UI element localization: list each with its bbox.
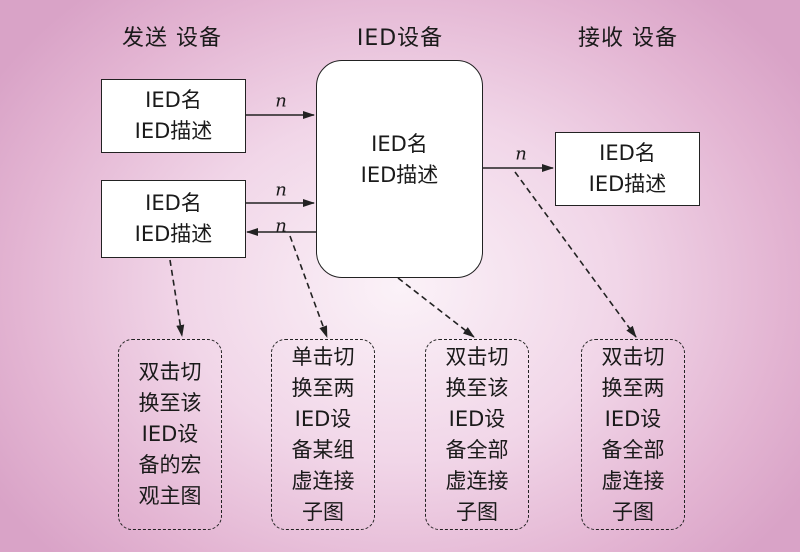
note-line: 观主图 bbox=[138, 484, 202, 508]
sender-ied-box-2: IED名 IED描述 bbox=[101, 180, 246, 258]
ied-name-label: IED名 bbox=[371, 132, 428, 156]
note-line: 双击切 bbox=[601, 344, 665, 369]
note-line: 备全部 bbox=[601, 437, 665, 462]
note-line: 备全部 bbox=[445, 437, 509, 462]
ied-description-label: IED描述 bbox=[134, 222, 213, 246]
ied-description-label: IED描述 bbox=[360, 163, 439, 187]
note-line: 双击切 bbox=[138, 360, 202, 384]
note-line: 备某组 bbox=[291, 437, 355, 462]
note-line: 子图 bbox=[456, 499, 498, 524]
note-pair-all-links-view: 双击切 换至两 IED设 备全部 虚连接 子图 bbox=[581, 339, 685, 530]
dashed-arrow-ied-to-note3 bbox=[397, 277, 475, 338]
arrow-label-n: n bbox=[275, 215, 287, 237]
ied-name-label: IED名 bbox=[599, 141, 656, 165]
note-all-links-view: 双击切 换至该 IED设 备全部 虚连接 子图 bbox=[425, 339, 529, 530]
note-line: 子图 bbox=[302, 499, 344, 524]
header-receiver: 接收 设备 bbox=[578, 26, 678, 51]
note-link-group-view: 单击切 换至两 IED设 备某组 虚连接 子图 bbox=[271, 339, 375, 530]
dashed-arrow-link-to-note2 bbox=[289, 235, 328, 338]
note-line: IED设 bbox=[294, 406, 352, 431]
note-line: 虚连接 bbox=[291, 468, 355, 493]
ied-name-label: IED名 bbox=[145, 88, 202, 112]
note-line: 虚连接 bbox=[601, 468, 665, 493]
note-line: IED设 bbox=[141, 422, 199, 446]
dashed-arrow-link-to-note4 bbox=[514, 171, 637, 338]
ied-device-box: IED名 IED描述 bbox=[316, 60, 483, 278]
header-sender: 发送 设备 bbox=[122, 26, 222, 51]
note-line: 换至两 bbox=[601, 375, 665, 400]
ied-name-label: IED名 bbox=[145, 191, 202, 215]
note-line: 单击切 bbox=[291, 344, 355, 369]
arrow-label-n: n bbox=[515, 143, 527, 165]
note-line: 备的宏 bbox=[138, 453, 202, 477]
note-line: 双击切 bbox=[445, 344, 509, 369]
arrow-label-n: n bbox=[275, 179, 287, 201]
receiver-ied-box: IED名 IED描述 bbox=[555, 132, 700, 206]
arrow-label-n: n bbox=[275, 90, 287, 112]
note-line: 子图 bbox=[612, 499, 654, 524]
note-line: IED设 bbox=[448, 406, 506, 431]
dashed-arrow-sender2-to-note1 bbox=[169, 259, 185, 337]
ied-description-label: IED描述 bbox=[134, 119, 213, 143]
note-macro-view: 双击切 换至该 IED设 备的宏 观主图 bbox=[118, 339, 222, 530]
note-line: 换至该 bbox=[445, 375, 509, 400]
sender-ied-box-1: IED名 IED描述 bbox=[101, 79, 246, 153]
note-line: 换至两 bbox=[291, 375, 355, 400]
note-line: 换至该 bbox=[138, 391, 202, 415]
note-line: IED设 bbox=[604, 406, 662, 431]
header-ied: IED设备 bbox=[356, 26, 444, 51]
note-line: 虚连接 bbox=[445, 468, 509, 493]
ied-description-label: IED描述 bbox=[588, 172, 667, 196]
